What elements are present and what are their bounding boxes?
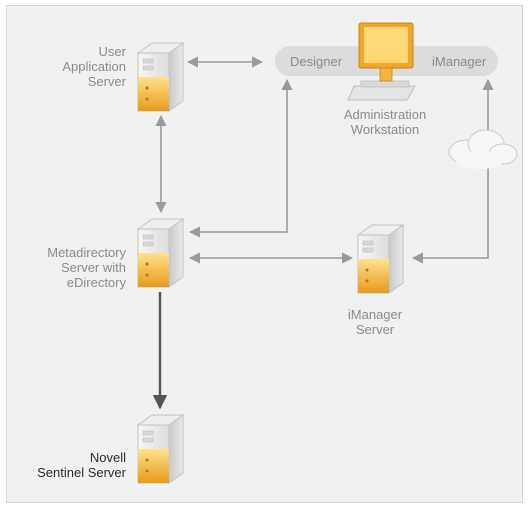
user-app-server-label: User Application Server xyxy=(62,44,126,89)
workstation-imanager-label: iManager xyxy=(432,54,487,69)
imanager-server-label: iManager Server xyxy=(347,307,403,337)
workstation-label: Administration Workstation xyxy=(343,107,427,137)
sentinel-server-icon xyxy=(137,414,184,484)
workstation-computer-icon xyxy=(347,22,416,101)
cloud-icon xyxy=(448,129,518,169)
metadirectory-server-icon xyxy=(137,218,184,288)
imanager-server-icon xyxy=(357,224,404,294)
metadirectory-server-label: Metadirectory Server with eDirectory xyxy=(47,245,126,290)
workstation-designer-label: Designer xyxy=(290,54,343,69)
sentinel-server-label: Novell Sentinel Server xyxy=(37,450,126,480)
connector-metadirectory-to-designer xyxy=(188,78,293,238)
user-app-server-icon xyxy=(137,42,184,112)
